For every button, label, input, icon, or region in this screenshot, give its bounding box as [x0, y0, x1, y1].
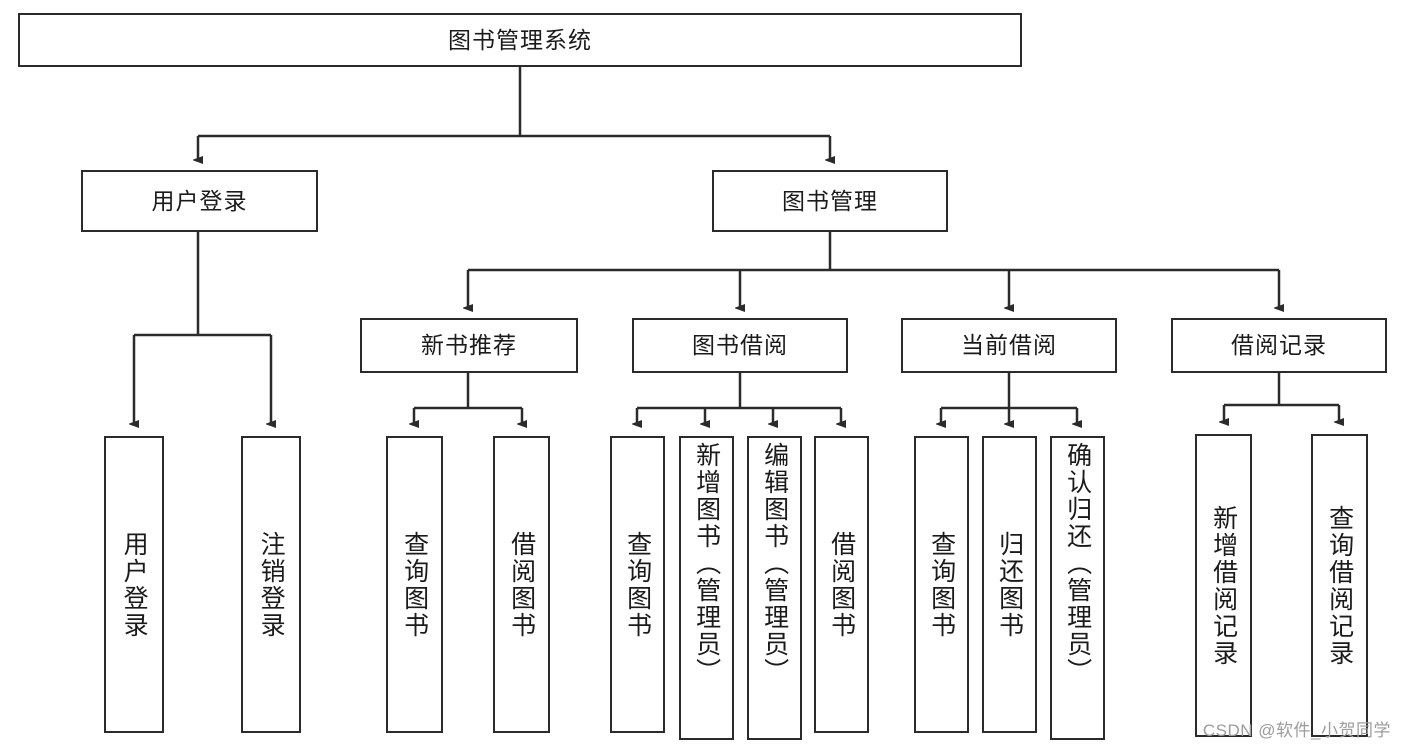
leaf-book-borrow-query[interactable]: 查询图书	[610, 436, 665, 733]
leaf-record-query[interactable]: 查询借阅记录	[1311, 434, 1368, 737]
leaf-label: 查询借阅记录	[1325, 504, 1354, 667]
node-book-borrowing[interactable]: 图书借阅	[632, 318, 848, 373]
leaf-book-borrow-add[interactable]: 新增图书（管理员）	[679, 436, 734, 740]
leaf-label: 新增借阅记录	[1209, 504, 1238, 667]
watermark: CSDN @软件_小贺同学	[1202, 721, 1391, 740]
leaf-current-borrow-confirm[interactable]: 确认归还（管理员）	[1050, 436, 1105, 740]
node-current-borrowing-label: 当前借阅	[961, 332, 1057, 359]
leaf-label: 查询图书	[927, 530, 956, 639]
leaf-label: 归还图书	[995, 530, 1024, 639]
node-root-label: 图书管理系统	[448, 26, 592, 53]
leaf-label: 注销登录	[257, 530, 286, 639]
leaf-label: 编辑图书（管理员）	[760, 442, 789, 685]
node-user-login-label: 用户登录	[151, 187, 248, 214]
leaf-new-book-query[interactable]: 查询图书	[386, 436, 443, 733]
leaf-label: 查询图书	[400, 530, 429, 639]
leaf-book-borrow-edit[interactable]: 编辑图书（管理员）	[747, 436, 802, 740]
leaf-label: 借阅图书	[827, 530, 856, 639]
node-new-book-recommendation[interactable]: 新书推荐	[360, 318, 578, 373]
leaf-book-borrow-borrow[interactable]: 借阅图书	[814, 436, 869, 733]
leaf-label: 用户登录	[120, 530, 149, 639]
node-book-borrowing-label: 图书借阅	[692, 332, 788, 359]
leaf-label: 新增图书（管理员）	[692, 442, 721, 685]
node-user-login[interactable]: 用户登录	[81, 170, 318, 232]
leaf-user-login-logout[interactable]: 注销登录	[241, 436, 301, 733]
node-borrowing-records-label: 借阅记录	[1231, 332, 1327, 359]
node-borrowing-records[interactable]: 借阅记录	[1171, 318, 1387, 373]
leaf-label: 查询图书	[623, 530, 652, 639]
node-current-borrowing[interactable]: 当前借阅	[901, 318, 1117, 373]
leaf-user-login-login[interactable]: 用户登录	[104, 436, 164, 733]
leaf-record-add[interactable]: 新增借阅记录	[1195, 434, 1252, 737]
node-book-management-label: 图书管理	[782, 187, 878, 214]
leaf-current-borrow-return[interactable]: 归还图书	[982, 436, 1037, 733]
leaf-new-book-borrow[interactable]: 借阅图书	[493, 436, 550, 733]
node-book-management[interactable]: 图书管理	[712, 170, 948, 232]
node-new-book-recommendation-label: 新书推荐	[421, 332, 517, 359]
node-root[interactable]: 图书管理系统	[18, 13, 1022, 67]
leaf-label: 借阅图书	[507, 530, 536, 639]
leaf-label: 确认归还（管理员）	[1063, 442, 1092, 685]
leaf-current-borrow-query[interactable]: 查询图书	[914, 436, 969, 733]
